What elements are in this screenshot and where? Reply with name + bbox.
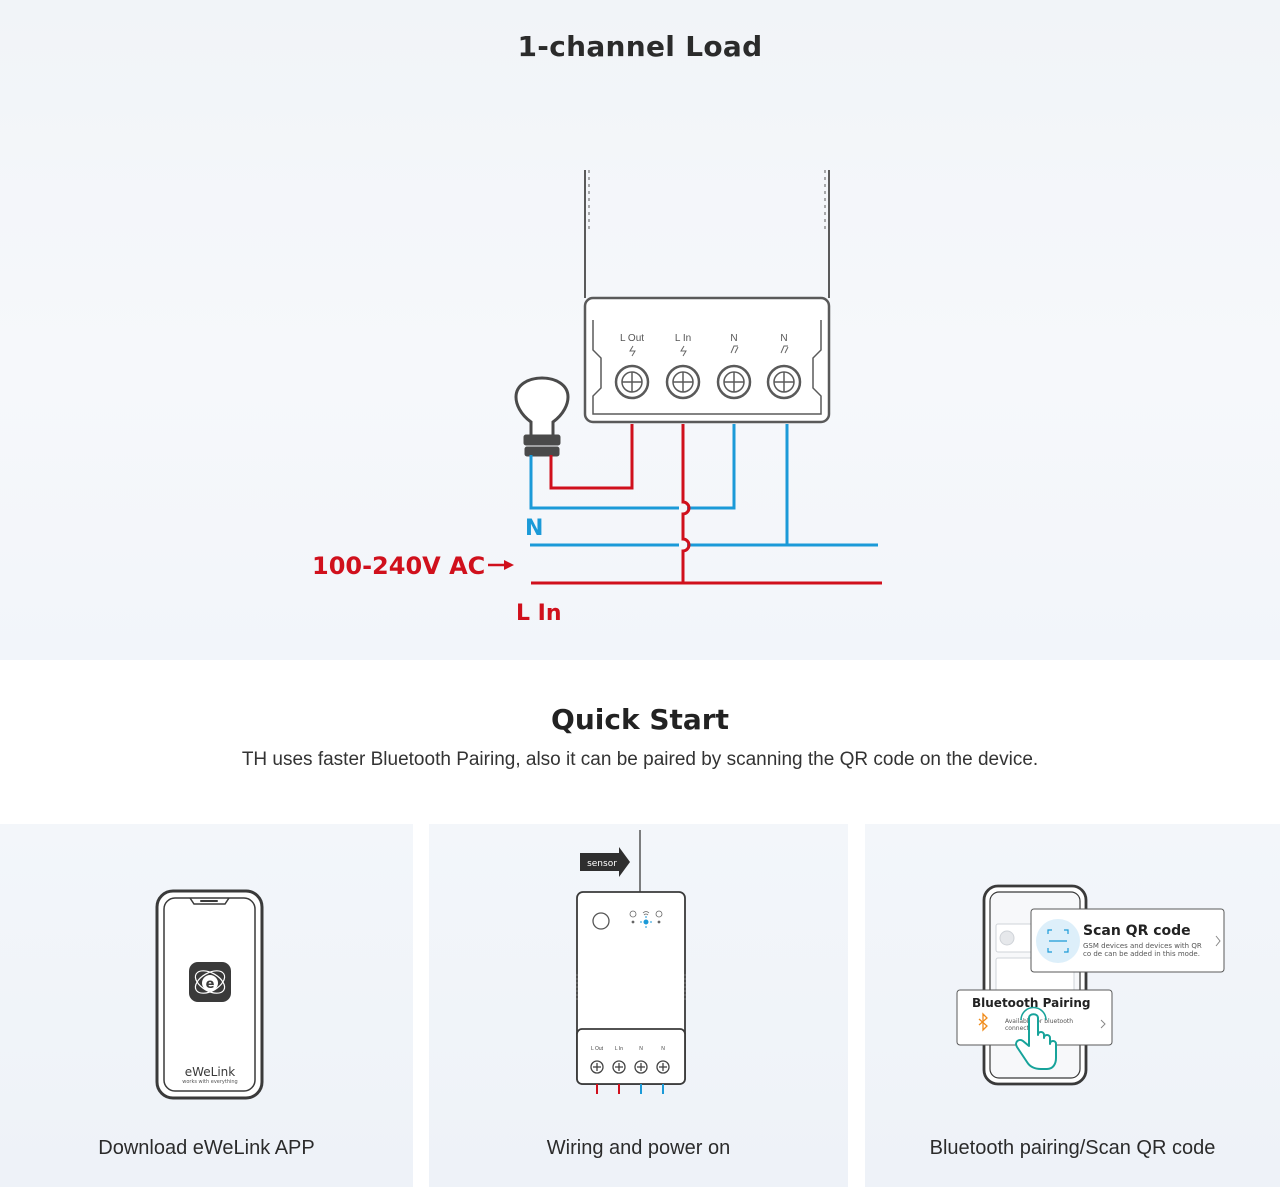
scan-qr-card: Scan QR code GSM devices and devices wit… [1030, 908, 1225, 973]
screw-n1-icon [716, 364, 752, 400]
wiring-section: 1-channel Load L Out L In N N [0, 0, 1280, 660]
scan-qr-icon [1047, 929, 1069, 953]
terminal-label-l-out: L Out [620, 333, 644, 344]
svg-text:L In: L In [615, 1046, 623, 1052]
svg-text:L Out: L Out [591, 1046, 604, 1052]
ewelink-logo-icon: e [189, 962, 231, 1002]
screw-l-out-icon [614, 364, 650, 400]
terminal-screws [614, 364, 802, 400]
live-wires [531, 424, 882, 585]
light-bulb-icon [514, 376, 570, 457]
voltage-label: 100-240V AC [312, 552, 485, 580]
terminal-label-n1: N [730, 333, 737, 344]
wiring-title: 1-channel Load [517, 30, 763, 63]
screw-n2-icon [766, 364, 802, 400]
line-in-label: L In [516, 601, 562, 626]
scan-qr-desc-2: co de can be added in this mode. [1083, 950, 1200, 958]
quick-start-subtitle: TH uses faster Bluetooth Pairing, also i… [241, 749, 1039, 770]
tap-hand-icon [1015, 1006, 1057, 1070]
step-card-pairing: Scan QR code GSM devices and devices wit… [865, 824, 1280, 1187]
terminal-labels: L Out L In N N [620, 333, 788, 344]
status-indicator-icons [629, 910, 663, 924]
step-caption-wiring: Wiring and power on [546, 1137, 731, 1159]
wifi-led-icon [640, 916, 652, 928]
app-tagline: works with everything [182, 1079, 237, 1085]
terminal-label-l-in: L In [675, 333, 691, 344]
arrow-right-icon [488, 560, 514, 570]
chevron-right-icon [1100, 1019, 1106, 1029]
bluetooth-desc-2: connection [1005, 1025, 1038, 1032]
quick-start-title: Quick Start [551, 703, 729, 736]
terminal-block [583, 296, 831, 424]
bluetooth-icon [978, 1012, 988, 1032]
step-card-wiring: sensor L Out L In N N [429, 824, 848, 1187]
wiring-diagram: L Out L In N N [312, 170, 882, 626]
device-illustration: sensor L Out L In N N [576, 830, 686, 1094]
mini-terminal-labels: L Out L In N N [591, 1046, 665, 1052]
chevron-right-icon [1215, 935, 1221, 947]
sensor-label: sensor [587, 859, 617, 869]
svg-text:e: e [206, 977, 215, 992]
mini-terminal-screws [590, 1060, 670, 1074]
scan-qr-title: Scan QR code [1083, 923, 1191, 939]
neutral-label: N [525, 516, 543, 541]
terminal-symbols [629, 345, 789, 357]
bluetooth-title: Bluetooth Pairing [972, 996, 1090, 1010]
step-caption-pairing: Bluetooth pairing/Scan QR code [929, 1137, 1216, 1159]
app-name: eWeLink [185, 1065, 236, 1079]
bluetooth-desc-1: Available for bluetooth [1005, 1018, 1073, 1025]
svg-text:N: N [661, 1046, 665, 1052]
screw-l-in-icon [665, 364, 701, 400]
step-card-download: e eWeLink works with everything Download… [0, 824, 413, 1187]
sensor-arrow-icon: sensor [580, 847, 630, 877]
terminal-label-n2: N [780, 333, 787, 344]
svg-text:N: N [639, 1046, 643, 1052]
phone-illustration: e eWeLink works with everything [155, 889, 264, 1100]
neutral-wires [529, 424, 878, 547]
step-caption-download: Download eWeLink APP [98, 1137, 315, 1159]
device-upper-housing [584, 170, 830, 298]
pairing-illustration: Scan QR code GSM devices and devices wit… [956, 884, 1225, 1086]
scan-qr-desc-1: GSM devices and devices with QR [1083, 942, 1202, 950]
